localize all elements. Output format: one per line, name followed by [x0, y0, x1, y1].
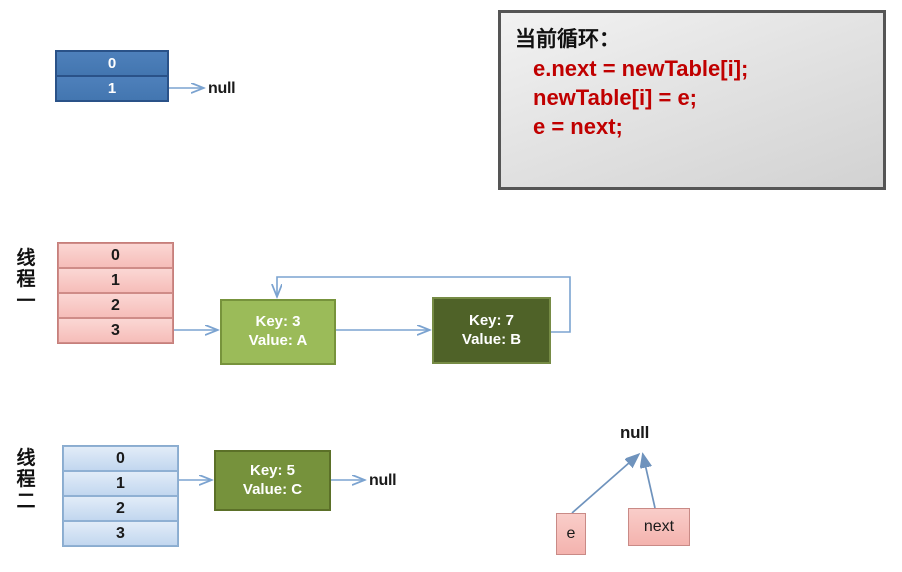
table-row: 1	[63, 471, 178, 496]
callout-code-line-1: e.next = newTable[i];	[533, 56, 749, 81]
callout-code-line-3: e = next;	[533, 114, 623, 139]
current-loop-callout: 当前循环： e.next = newTable[i]; newTable[i] …	[498, 10, 886, 190]
thread-two-null-label: null	[369, 472, 397, 489]
entry-key-label: Key: 3	[255, 313, 301, 331]
pointer-null-label: null	[620, 423, 650, 442]
thread-one-hash-table: 0 1 2 3	[57, 242, 174, 344]
table-row: 2	[58, 293, 173, 318]
arrow-e-to-null	[571, 455, 638, 514]
callout-code-line-2: newTable[i] = e;	[533, 85, 698, 110]
entry-value-label: Value: A	[248, 332, 308, 349]
table-row: 1	[56, 76, 168, 101]
arrow-next-to-null	[643, 455, 656, 509]
pointer-box-next: next	[628, 508, 690, 546]
entry-node-key7: Key: 7 Value: B	[432, 297, 551, 364]
table-row: 0	[58, 243, 173, 268]
top-table-null-label: null	[208, 80, 236, 97]
pointer-e-label: e	[566, 525, 576, 542]
entry-node-key3: Key: 3 Value: A	[220, 299, 336, 365]
thread-one-label: 线程一	[16, 247, 36, 312]
table-row: 0	[56, 51, 168, 76]
entry-key-label: Key: 7	[468, 311, 515, 329]
entry-value-label: Value: B	[461, 330, 522, 348]
table-row: 0	[63, 446, 178, 471]
top-hash-table: 0 1	[55, 50, 169, 102]
table-row: 1	[58, 268, 173, 293]
entry-key-label: Key: 5	[249, 461, 296, 479]
table-row: 3	[63, 521, 178, 546]
table-row: 3	[58, 318, 173, 343]
entry-value-label: Value: C	[242, 480, 303, 498]
callout-title: 当前循环：	[515, 27, 620, 51]
entry-node-key5: Key: 5 Value: C	[214, 450, 331, 511]
pointer-next-label: next	[643, 518, 675, 535]
thread-two-hash-table: 0 1 2 3	[62, 445, 179, 547]
pointer-box-e: e	[556, 513, 586, 555]
table-row: 2	[63, 496, 178, 521]
thread-two-label: 线程二	[16, 447, 36, 512]
